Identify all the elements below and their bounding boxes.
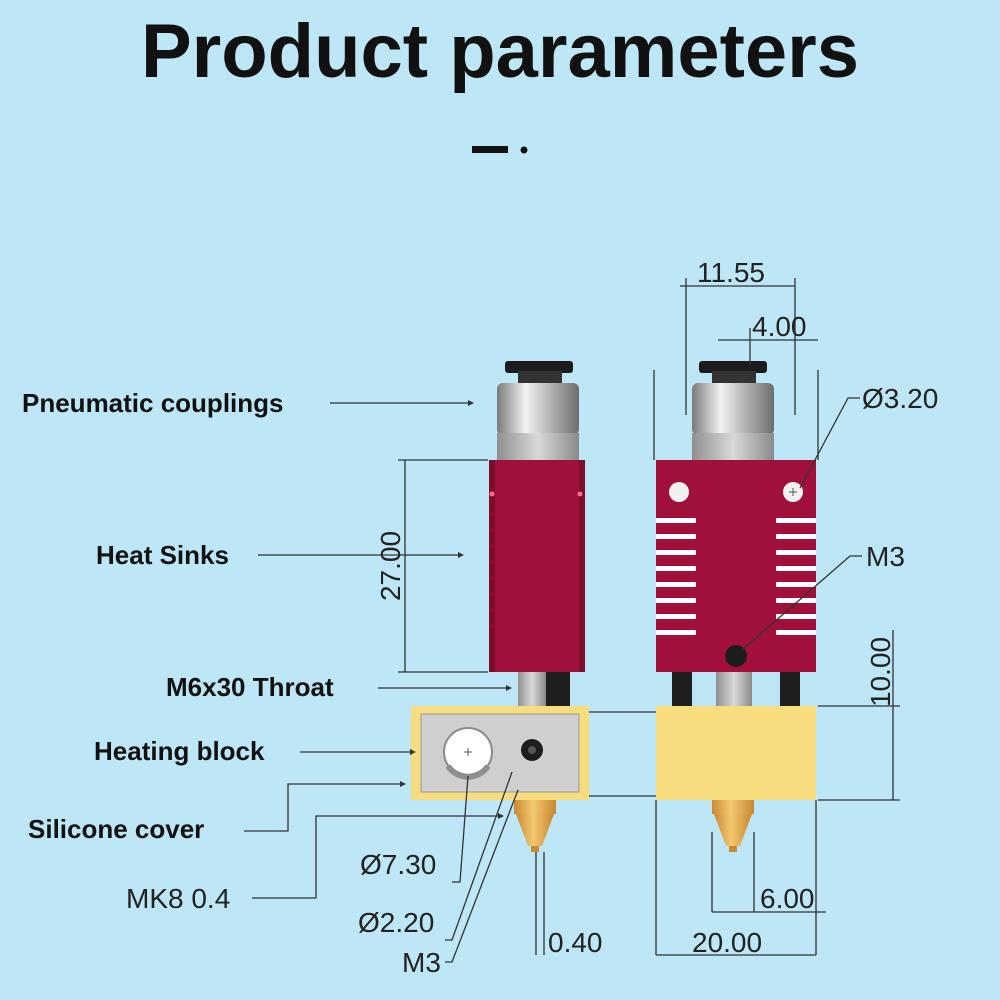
right-heating-block (656, 706, 816, 800)
left-heatsink (489, 460, 585, 672)
left-bottom-callouts (445, 771, 545, 963)
left-nozzle (514, 800, 556, 852)
label-throat: M6x30 Throat (166, 672, 334, 702)
label-heating-block: Heating block (94, 736, 265, 766)
dim-3-20: Ø3.20 (862, 383, 938, 414)
dim-20-00: 20.00 (692, 927, 762, 958)
right-pneumatic-coupling (692, 361, 774, 461)
dim-6-00: 6.00 (760, 883, 815, 914)
right-throat-and-screws (672, 672, 800, 706)
right-bottom-dimensions (655, 800, 826, 956)
left-pneumatic-coupling (497, 361, 579, 461)
label-silicone-cover: Silicone cover (28, 814, 204, 844)
right-callouts (741, 397, 862, 651)
left-hotend (411, 361, 589, 852)
right-nozzle (712, 800, 754, 852)
label-m3-left: M3 (402, 947, 441, 978)
dim-11-55: 11.55 (697, 257, 765, 288)
label-nozzle: MK8 0.4 (126, 883, 230, 914)
dim-27-00: 27.00 (375, 531, 406, 601)
dim-2-20: Ø2.20 (358, 907, 434, 938)
dim-0-40: 0.40 (548, 927, 603, 958)
dimension-top (653, 278, 819, 460)
right-heatsink (656, 460, 816, 672)
page-title: Product parameters (140, 9, 860, 94)
dimension-10 (589, 630, 900, 801)
dimension-27 (398, 459, 488, 673)
leader-lines (244, 400, 512, 899)
right-hotend (656, 361, 816, 852)
label-heat-sinks: Heat Sinks (96, 540, 229, 570)
dim-4-00: 4.00 (752, 311, 807, 342)
dim-10-00: 10.00 (865, 637, 896, 707)
left-throat (518, 672, 570, 706)
dim-7-30: Ø7.30 (360, 849, 436, 880)
label-pneumatic-couplings: Pneumatic couplings (22, 388, 284, 418)
left-heating-block (411, 706, 589, 800)
title-underline (472, 146, 528, 154)
label-m3-right: M3 (866, 541, 905, 572)
